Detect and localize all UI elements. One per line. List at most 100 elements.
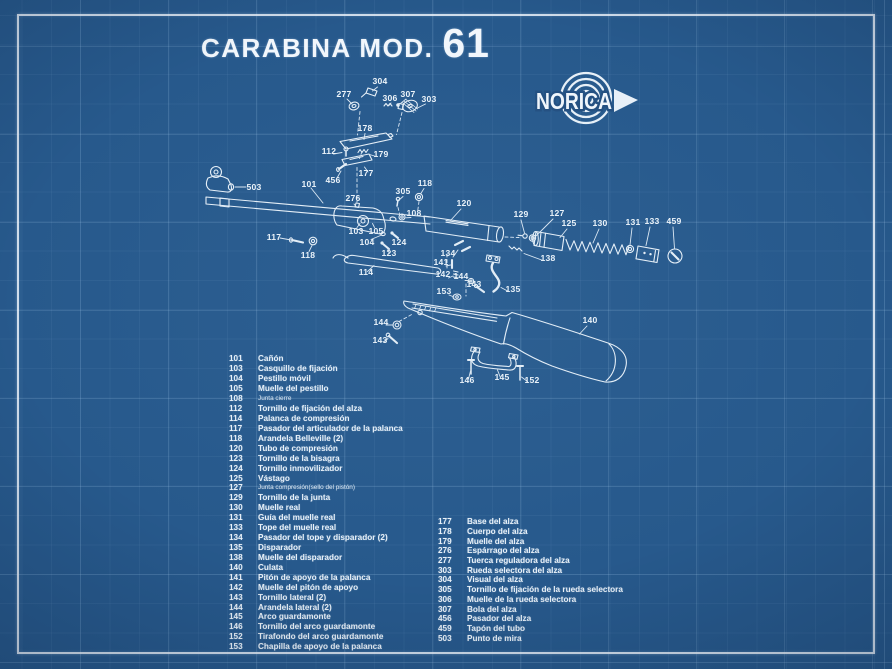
part-description: Tornillo del arco guardamonte	[258, 622, 376, 632]
part-number: 103	[229, 364, 243, 374]
part-description: Muelle de la rueda selectora	[467, 594, 577, 604]
part-number-label: 108	[407, 208, 422, 218]
part-number: 130	[229, 503, 243, 513]
part-description: Pasador del articulador de la palanca	[258, 423, 403, 433]
part-description: Arco guardamonte	[258, 612, 331, 622]
parts-list-row: 108 Junta cierre	[229, 394, 403, 404]
trigger-group-drawing	[450, 239, 523, 301]
part-description: Cuerpo del alza	[467, 527, 528, 537]
part-number: 134	[229, 533, 243, 543]
part-description: Tubo de compresión	[258, 443, 338, 453]
part-number-label: 152	[525, 375, 540, 385]
part-number-label: 305	[396, 186, 411, 196]
title-model-number: 61	[442, 20, 490, 66]
part-number: 306	[438, 594, 452, 604]
part-number: 152	[229, 632, 243, 642]
part-number: 135	[229, 542, 243, 552]
part-number-label: 177	[359, 168, 374, 178]
part-number: 108	[229, 394, 243, 404]
parts-list-row: 112 Tornillo de fijación del alza	[229, 404, 403, 414]
part-number-label: 131	[626, 217, 641, 227]
compression-tube-drawing	[423, 215, 683, 264]
part-number: 277	[438, 556, 452, 566]
part-number-label: 101	[302, 179, 317, 189]
part-number-label: 120	[457, 198, 472, 208]
part-number-label: 140	[583, 315, 598, 325]
part-number: 112	[229, 404, 243, 414]
part-number: 117	[229, 423, 243, 433]
part-description: Tornillo de la bisagra	[258, 453, 340, 463]
part-description: Pitón de apoyo de la palanca	[258, 572, 371, 582]
part-number-label: 456	[326, 175, 341, 185]
part-description: Culata	[258, 562, 284, 572]
part-number-label: 276	[346, 193, 361, 203]
part-number-label: 459	[667, 216, 682, 226]
part-number-label: 153	[437, 286, 452, 296]
part-number: 145	[229, 612, 243, 622]
part-number: 143	[229, 592, 243, 602]
part-number-label: 133	[645, 216, 660, 226]
part-description: Muelle del disparador	[258, 552, 343, 562]
part-number: 127	[229, 483, 243, 493]
part-number: 141	[229, 572, 243, 582]
part-number: 105	[229, 384, 243, 394]
part-number: 304	[438, 575, 452, 585]
part-description: Casquillo de fijación	[258, 364, 338, 374]
part-description: Tornillo de fijación de la rueda selecto…	[467, 585, 623, 595]
part-description: Tornillo de fijación del alza	[258, 404, 363, 414]
part-number-label: 145	[495, 372, 510, 382]
part-number-label: 179	[374, 149, 389, 159]
part-description: Muelle del pitón de apoyo	[258, 582, 359, 592]
title-model-text: CARABINA MOD.	[201, 33, 434, 63]
part-description: Tuerca reguladora del alza	[467, 556, 570, 566]
part-description: Tornillo de la junta	[258, 493, 331, 503]
trigger-guard-drawing	[466, 346, 525, 381]
part-number: 129	[229, 493, 243, 503]
part-description: Bola del alza	[467, 604, 517, 614]
parts-list-row: 304 Visual del alza	[438, 575, 623, 585]
parts-list-row: 117 Pasador del articulador de la palanca	[229, 423, 403, 433]
part-description: Junta cierre	[258, 395, 292, 403]
part-number-label: 304	[373, 76, 388, 86]
part-number: 153	[229, 642, 243, 652]
part-number-label: 142	[436, 269, 451, 279]
part-number: 104	[229, 374, 243, 384]
part-description: Chapilla de apoyo de la palanca	[258, 642, 382, 652]
target-rings-icon	[559, 71, 613, 125]
part-number: 120	[229, 443, 243, 453]
parts-list-row: 153 Chapilla de apoyo de la palanca	[229, 642, 403, 652]
part-number: 144	[229, 602, 243, 612]
part-number-label: 144	[374, 317, 389, 327]
part-number: 305	[438, 585, 452, 595]
part-number: 114	[229, 413, 243, 423]
part-description: Visual del alza	[467, 575, 523, 585]
part-number-label: 141	[434, 257, 449, 267]
part-number: 276	[438, 546, 452, 556]
part-number-label: 117	[267, 232, 281, 242]
